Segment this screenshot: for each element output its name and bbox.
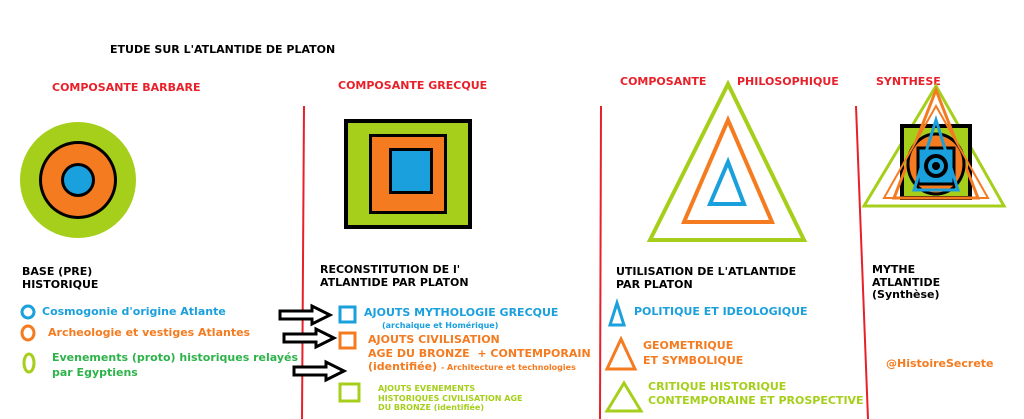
- heading-barbare: COMPOSANTE BARBARE: [52, 81, 201, 94]
- legend-philo-3: CRITIQUE HISTORIQUE CONTEMPORAINE ET PRO…: [648, 380, 864, 407]
- heading-grecque: COMPOSANTE GRECQUE: [338, 79, 488, 92]
- legend-philo-1: POLITIQUE ET IDEOLOGIQUE: [634, 305, 808, 318]
- concentric-circles-figure: [20, 122, 136, 238]
- heading-synthese: SYNTHESE: [876, 75, 941, 88]
- arrow-right-icon: [292, 359, 348, 383]
- caption-philosophique: UTILISATION DE L'ATLANTIDE PAR PLATON: [616, 265, 797, 291]
- orange-triangle-icon: [604, 335, 638, 371]
- caption-barbare: BASE (PRE) HISTORIQUE: [22, 265, 99, 291]
- legend-grecque-1: AJOUTS MYTHOLOGIE GRECQUE: [364, 306, 559, 319]
- legend-barbare-1: Cosmogonie d'origine Atlante: [42, 305, 226, 318]
- legend-grecque-3: AJOUTS EVENEMENTS HISTORIQUES CIVILISATI…: [378, 384, 523, 413]
- page-title: ETUDE SUR L'ATLANTIDE DE PLATON: [110, 43, 336, 56]
- blue-square-icon: [338, 305, 357, 324]
- legend-barbare-3: Evenements (proto) historiques relayés p…: [52, 351, 299, 379]
- concentric-triangles-figure: [646, 79, 808, 242]
- caption-synthese: MYTHE ATLANTIDE (Synthèse): [872, 263, 941, 302]
- arrow-right-icon: [282, 326, 338, 350]
- heading-philosophique-b: PHILOSOPHIQUE: [737, 75, 839, 88]
- blue-circle-icon: [20, 304, 36, 320]
- heading-philosophique-a: COMPOSANTE: [620, 75, 707, 88]
- legend-philo-2: GEOMETRIQUE ET SYMBOLIQUE: [643, 339, 744, 367]
- orange-circle-icon: [20, 324, 36, 342]
- lime-square-icon: [338, 382, 361, 403]
- lime-triangle-icon: [604, 380, 644, 413]
- blue-triangle-icon: [607, 298, 627, 327]
- watermark: @HistoireSecrete: [886, 357, 994, 370]
- concentric-squares-figure: [344, 119, 472, 229]
- lime-oval-icon: [22, 352, 36, 374]
- orange-square-icon: [338, 331, 357, 350]
- legend-grecque-1-sub: (archaique et Homérique): [382, 321, 499, 330]
- synthesis-figure: [861, 83, 1007, 208]
- caption-grecque: RECONSTITUTION DE l' ATLANTIDE PAR PLATO…: [320, 263, 469, 289]
- legend-grecque-2: AJOUTS CIVILISATION AGE DU BRONZE + CONT…: [368, 333, 591, 374]
- legend-barbare-2: Archeologie et vestiges Atlantes: [48, 326, 251, 339]
- arrow-right-icon: [278, 303, 334, 327]
